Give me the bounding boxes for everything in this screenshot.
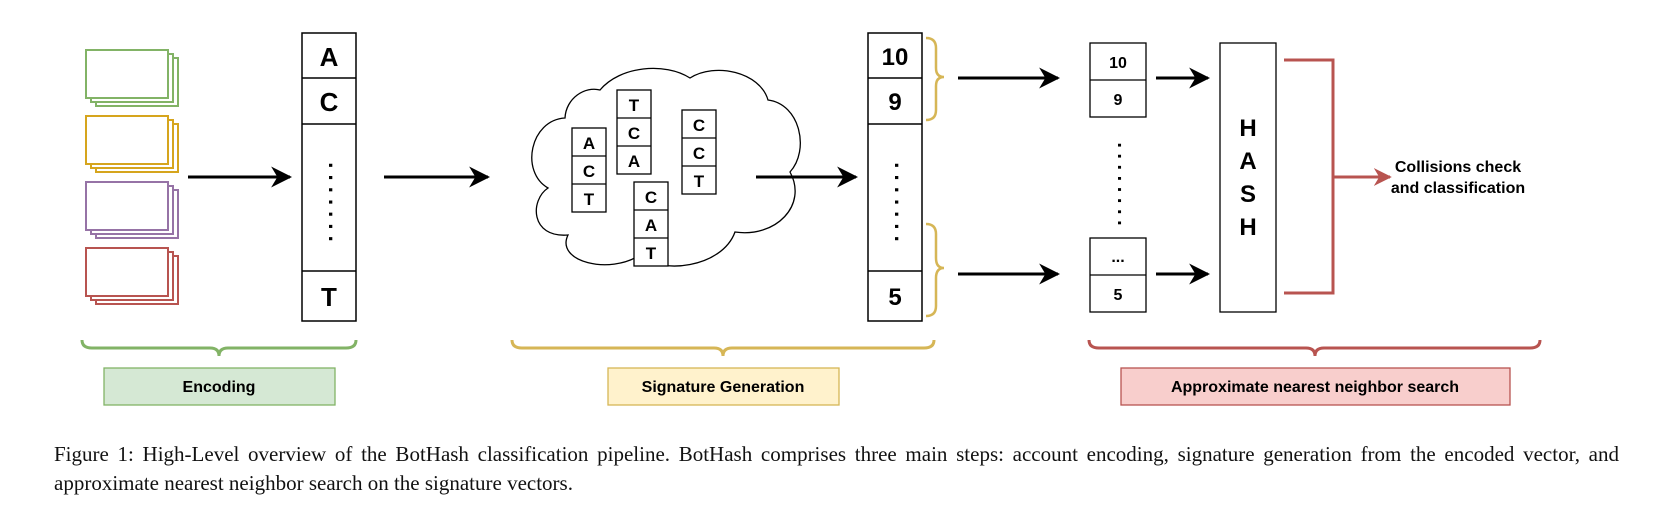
band-cell: 5 <box>1114 287 1123 304</box>
account-stacks <box>85 49 179 305</box>
stage-label-text: Approximate nearest neighbor search <box>1171 379 1459 396</box>
band-top: 10 9 <box>1089 42 1147 118</box>
kmer-cell: C <box>628 124 640 143</box>
account-stack-green <box>85 49 179 107</box>
stage-label-encoding: Encoding <box>103 367 336 406</box>
hash-box: H A S H <box>1219 42 1277 313</box>
kmer-box: C A T <box>633 181 669 267</box>
kmer-box: T C A <box>616 89 652 175</box>
stage-label-signature: Signature Generation <box>607 367 840 406</box>
stage-label-text: Signature Generation <box>642 379 805 396</box>
kmer-cloud <box>531 67 801 267</box>
band-ellipsis: . . . . . . . . <box>1113 142 1135 225</box>
hash-letter: A <box>1239 148 1256 175</box>
account-stack-yellow <box>85 115 179 173</box>
band-cell: 9 <box>1114 92 1123 109</box>
band-bottom: ... 5 <box>1089 237 1147 313</box>
hash-output-bracket <box>1284 58 1335 295</box>
encoded-cell: A <box>320 42 339 72</box>
kmer-cell: C <box>583 162 595 181</box>
kmer-cell: C <box>693 116 705 135</box>
encoded-ellipsis: . . . . . . . <box>324 162 349 241</box>
signature-cell: 9 <box>888 89 901 116</box>
kmer-cell: C <box>693 144 705 163</box>
signature-cell: 5 <box>888 284 901 311</box>
encoded-cell: T <box>321 282 337 312</box>
stage-label-text: Encoding <box>183 379 256 396</box>
kmer-box: C C T <box>681 109 717 195</box>
kmer-box: A C T <box>571 127 607 213</box>
stage-label-ann: Approximate nearest neighbor search <box>1120 367 1511 406</box>
result-label-line2: and classification <box>1391 180 1525 197</box>
stage-brace-signature <box>510 339 936 357</box>
encoded-vector: A C . . . . . . . T <box>301 32 357 322</box>
stage-brace-ann <box>1087 339 1542 357</box>
kmer-cell: C <box>645 188 657 207</box>
kmer-cell: T <box>694 172 705 191</box>
kmer-cell: A <box>583 134 595 153</box>
hash-letter: S <box>1240 181 1256 208</box>
kmer-cell: A <box>645 216 657 235</box>
hash-letter: H <box>1239 115 1256 142</box>
band-brace-bottom <box>925 222 945 318</box>
band-cell: 10 <box>1109 55 1127 72</box>
result-label-line1: Collisions check <box>1395 159 1521 176</box>
signature-cell: 10 <box>882 44 909 71</box>
kmer-cell: T <box>629 96 640 115</box>
account-stack-red <box>85 247 179 305</box>
stage-brace-encoding <box>80 339 358 357</box>
kmer-cell: T <box>646 244 657 263</box>
kmer-cell: T <box>584 190 595 209</box>
figure-caption: Figure 1: High-Level overview of the Bot… <box>54 442 1619 495</box>
account-stack-purple <box>85 181 179 239</box>
pipeline-diagram: A C . . . . . . . T A C T T C A C C T C … <box>80 32 1542 406</box>
signature-vector: 10 9 . . . . . . . 5 <box>867 32 923 322</box>
encoded-cell: C <box>320 87 339 117</box>
hash-letter: H <box>1239 214 1256 241</box>
band-cell: ... <box>1111 249 1124 266</box>
signature-ellipsis: . . . . . . . <box>890 162 915 241</box>
band-brace-top <box>925 36 945 122</box>
kmer-cell: A <box>628 152 640 171</box>
